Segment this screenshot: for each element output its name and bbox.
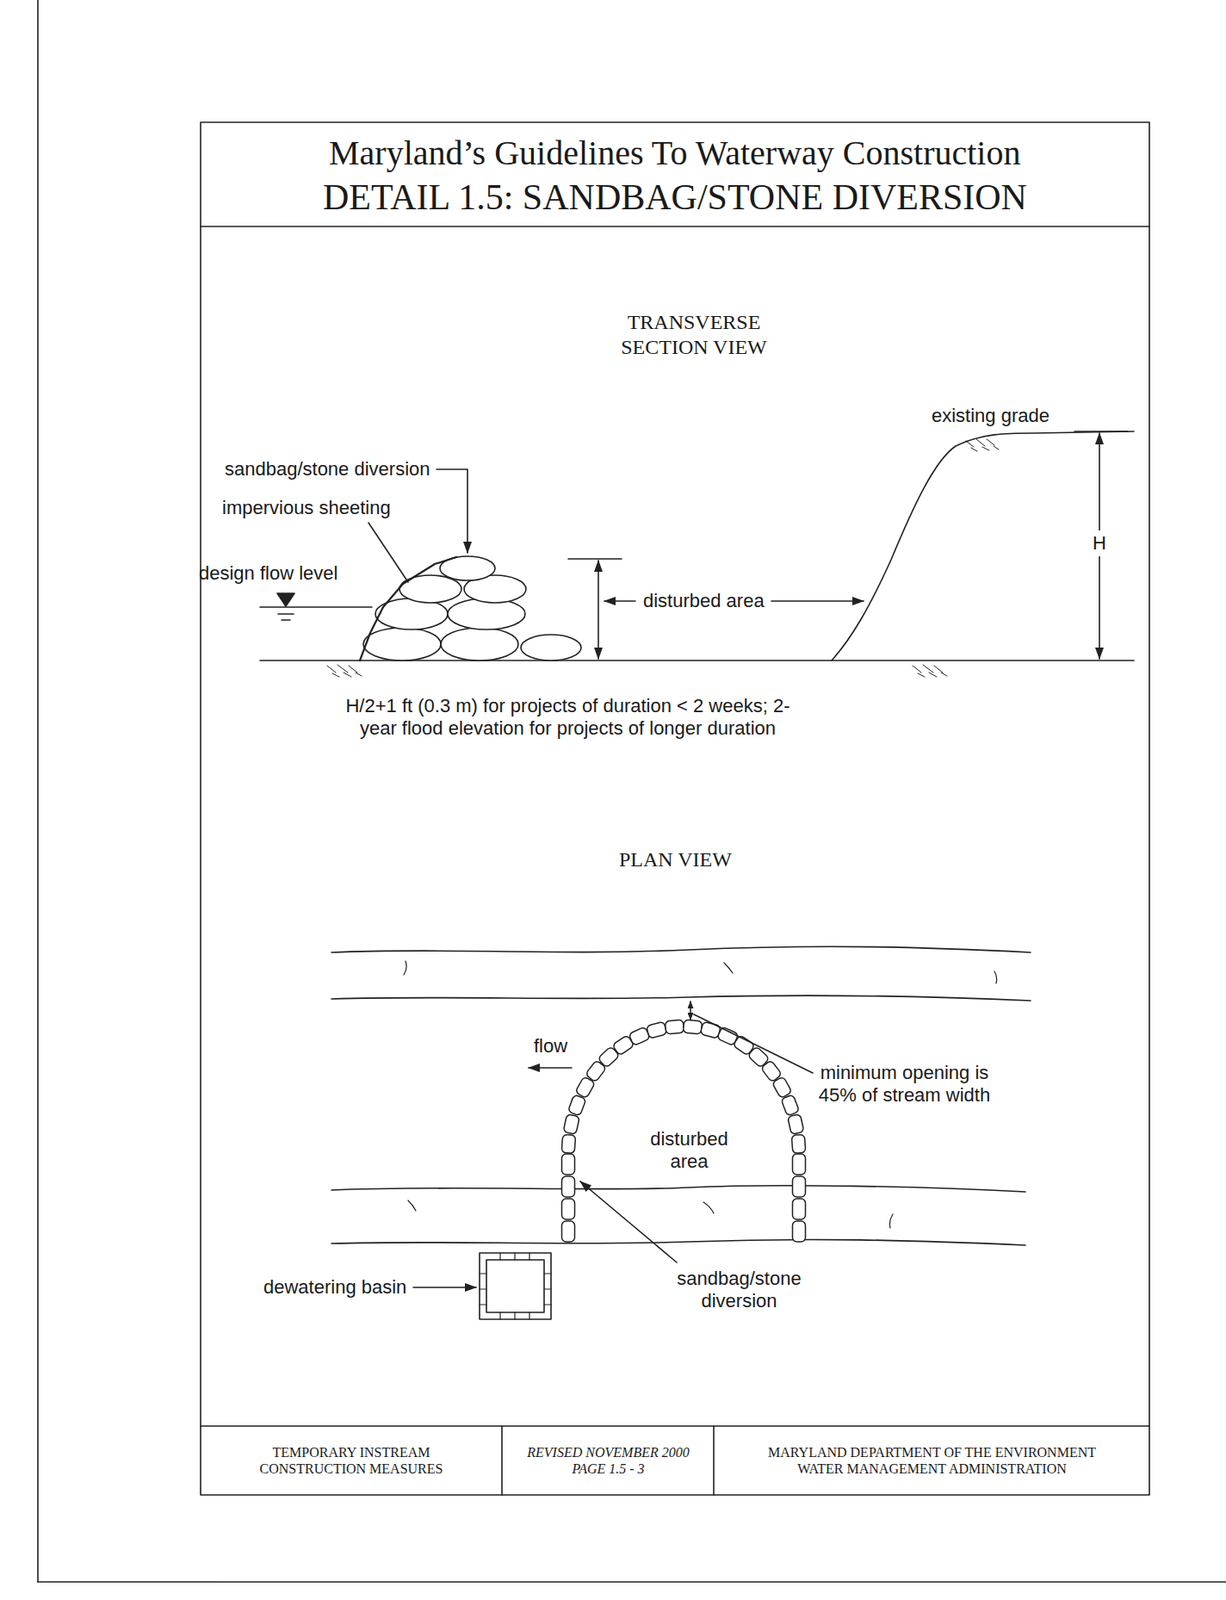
sheet-title: Maryland’s Guidelines To Waterway Constr… [328, 132, 1021, 174]
flow-label: flow [533, 1034, 568, 1058]
sandbag [664, 1019, 684, 1035]
dimension-arrow [604, 600, 636, 602]
sandbag [646, 1021, 668, 1039]
leader-line [436, 469, 468, 553]
sandbag [562, 1198, 576, 1220]
dimension-tick [568, 557, 622, 560]
page-edge [37, 1580, 1226, 1583]
view-heading: PLAN VIEW [619, 847, 732, 873]
sandbag [792, 1153, 806, 1175]
impervious-sheeting [359, 557, 457, 661]
sandbag-pile [363, 556, 582, 661]
soil-hatch [327, 664, 362, 677]
sandbag [792, 1220, 806, 1242]
bank-line [331, 946, 1031, 953]
sandbag [787, 1114, 805, 1135]
dimension-note: minimum opening is 45% of stream width [807, 1061, 1002, 1108]
view-heading: TRANSVERSE SECTION VIEW [594, 309, 793, 360]
footer-cell: MARYLAND DEPARTMENT OF THE ENVIRONMENT W… [753, 1443, 1111, 1477]
footer-cell: REVISED NOVEMBER 2000 PAGE 1.5 - 3 [520, 1443, 697, 1477]
sandbag [791, 1133, 805, 1153]
dimension-note: H/2+1 ft (0.3 m) for projects of duratio… [341, 694, 794, 741]
grade-label: existing grade [931, 404, 1050, 428]
sandbag [562, 1176, 576, 1197]
sandbag [561, 1133, 576, 1153]
sandbag [563, 1114, 580, 1135]
dimension-line [689, 1001, 692, 1020]
soil-hatch [965, 439, 999, 452]
flow-arrow [528, 1066, 572, 1069]
area-label: disturbed area [639, 1127, 739, 1174]
sandbag [440, 627, 519, 661]
sandbag [682, 1019, 702, 1035]
footer-divider [501, 1425, 503, 1495]
sandbag [363, 627, 441, 661]
dimension-tick [1074, 430, 1128, 433]
dimension-line [597, 560, 600, 659]
water-level-symbol [281, 619, 291, 621]
sandbag [567, 1094, 586, 1116]
sandbag-arch [561, 1019, 806, 1242]
callout-label: dewatering basin [263, 1275, 407, 1299]
sheet-frame [200, 122, 1150, 1495]
dewatering-basin [479, 1252, 552, 1319]
bank-line [331, 1238, 1026, 1245]
water-level-symbol [277, 593, 295, 607]
callout-label: impervious sheeting [222, 496, 391, 520]
leader-line [693, 1014, 813, 1073]
title-rule [200, 225, 1150, 228]
dewatering-basin [486, 1259, 545, 1313]
basin-bags [479, 1252, 552, 1319]
callout-label: sandbag/stone diversion [663, 1267, 815, 1313]
page-edge [37, 0, 39, 1582]
sandbag [780, 1094, 799, 1116]
sandbag [447, 598, 526, 630]
bank-line [331, 995, 1031, 1001]
detail-title: DETAIL 1.5: SANDBAG/STONE DIVERSION [322, 175, 1028, 219]
water-line [260, 606, 372, 608]
water-level-symbol [278, 613, 294, 615]
sandbag [792, 1198, 806, 1220]
sandbag [520, 634, 582, 661]
dimension-label: disturbed area [643, 589, 765, 613]
leader-line [413, 1286, 477, 1288]
sandbag [562, 1153, 576, 1175]
sandbag [772, 1076, 793, 1099]
callout-label: design flow level [198, 562, 338, 585]
dimension-arrow [771, 600, 864, 602]
leader-line [368, 522, 409, 583]
sandbag [792, 1176, 806, 1197]
footer-rule [200, 1424, 1150, 1427]
stream-bank [831, 431, 1134, 661]
callout-label: sandbag/stone diversion [224, 458, 431, 481]
dimension-label: H [1089, 530, 1110, 557]
leader-line [580, 1181, 677, 1263]
footer-divider [712, 1425, 715, 1495]
sandbag [562, 1220, 576, 1242]
soil-hatch [912, 664, 948, 677]
bank-line [331, 1185, 1026, 1192]
footer-cell: TEMPORARY INSTREAM CONSTRUCTION MEASURES [247, 1443, 455, 1477]
